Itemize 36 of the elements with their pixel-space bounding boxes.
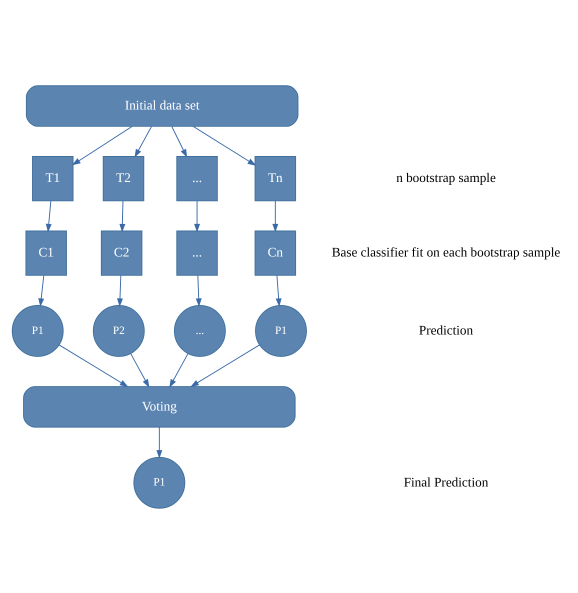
arrow <box>272 200 278 232</box>
arrow <box>58 344 128 387</box>
node-box: T1 <box>32 156 74 201</box>
node-box: ... <box>176 156 218 201</box>
label: n bootstrap sample <box>396 170 496 185</box>
arrow <box>134 126 152 158</box>
node-box: Initial data set <box>26 84 298 126</box>
arrow <box>38 274 44 306</box>
arrow <box>72 126 132 165</box>
node-box: Tn <box>254 156 296 201</box>
label: Base classifier fit on each bootstrap sample <box>332 244 560 260</box>
arrow <box>171 126 188 158</box>
node-circle: P1 <box>255 304 307 356</box>
arrow <box>130 352 150 388</box>
node-circle: P1 <box>12 304 64 356</box>
arrow <box>196 274 202 306</box>
label: Final Prediction <box>404 474 488 489</box>
arrow <box>119 200 126 232</box>
arrow <box>156 426 162 458</box>
node-box: T2 <box>102 156 144 201</box>
arrow <box>117 274 123 306</box>
node-circle: P1 <box>133 456 186 508</box>
arrow <box>192 126 256 166</box>
node-box: C2 <box>100 230 142 276</box>
node-box: C1 <box>25 230 67 276</box>
node-box: Cn <box>254 230 296 276</box>
arrow <box>169 352 188 388</box>
arrow <box>194 200 200 232</box>
label: Prediction <box>418 322 474 337</box>
arrow <box>276 274 282 306</box>
arrow <box>190 344 260 387</box>
node-box: ... <box>176 230 218 276</box>
node-box: Voting <box>23 386 296 428</box>
node-circle: ... <box>174 304 226 356</box>
arrow <box>46 200 52 232</box>
node-circle: P2 <box>92 304 145 356</box>
